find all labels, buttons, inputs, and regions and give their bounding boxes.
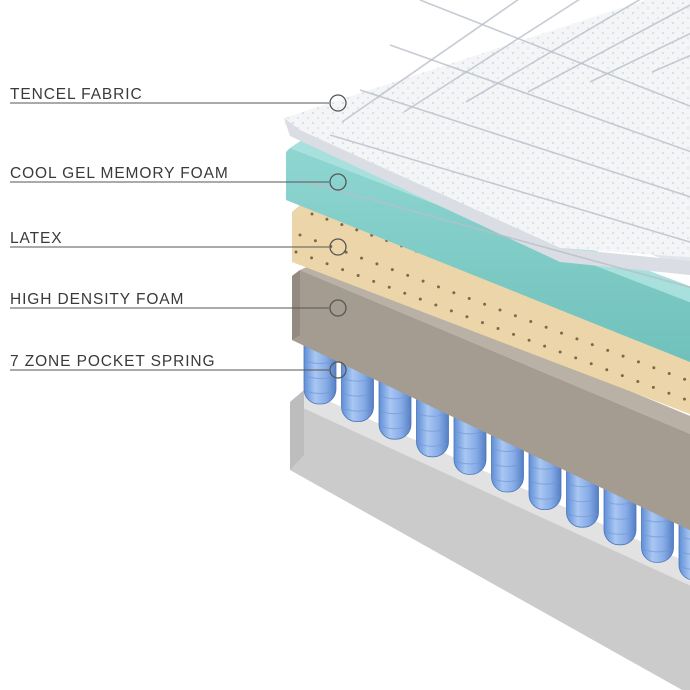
label-7-zone-pocket-spring: 7 ZONE POCKET SPRING (10, 353, 216, 370)
leader-lines (10, 94, 347, 379)
leader-line (10, 94, 347, 112)
leader-line (10, 238, 347, 256)
leader-line (10, 299, 347, 317)
leader-line (10, 173, 347, 191)
label-high-density-foam: HIGH DENSITY FOAM (10, 291, 185, 308)
leader-line (10, 361, 347, 379)
quilt-stitching (299, 0, 690, 289)
label-cool-gel-memory-foam: COOL GEL MEMORY FOAM (10, 165, 229, 182)
label-tencel-fabric: TENCEL FABRIC (10, 86, 143, 103)
tencel-fabric-layer (284, 0, 690, 289)
label-latex: LATEX (10, 230, 63, 247)
high-density-foam-layer (292, 262, 690, 531)
